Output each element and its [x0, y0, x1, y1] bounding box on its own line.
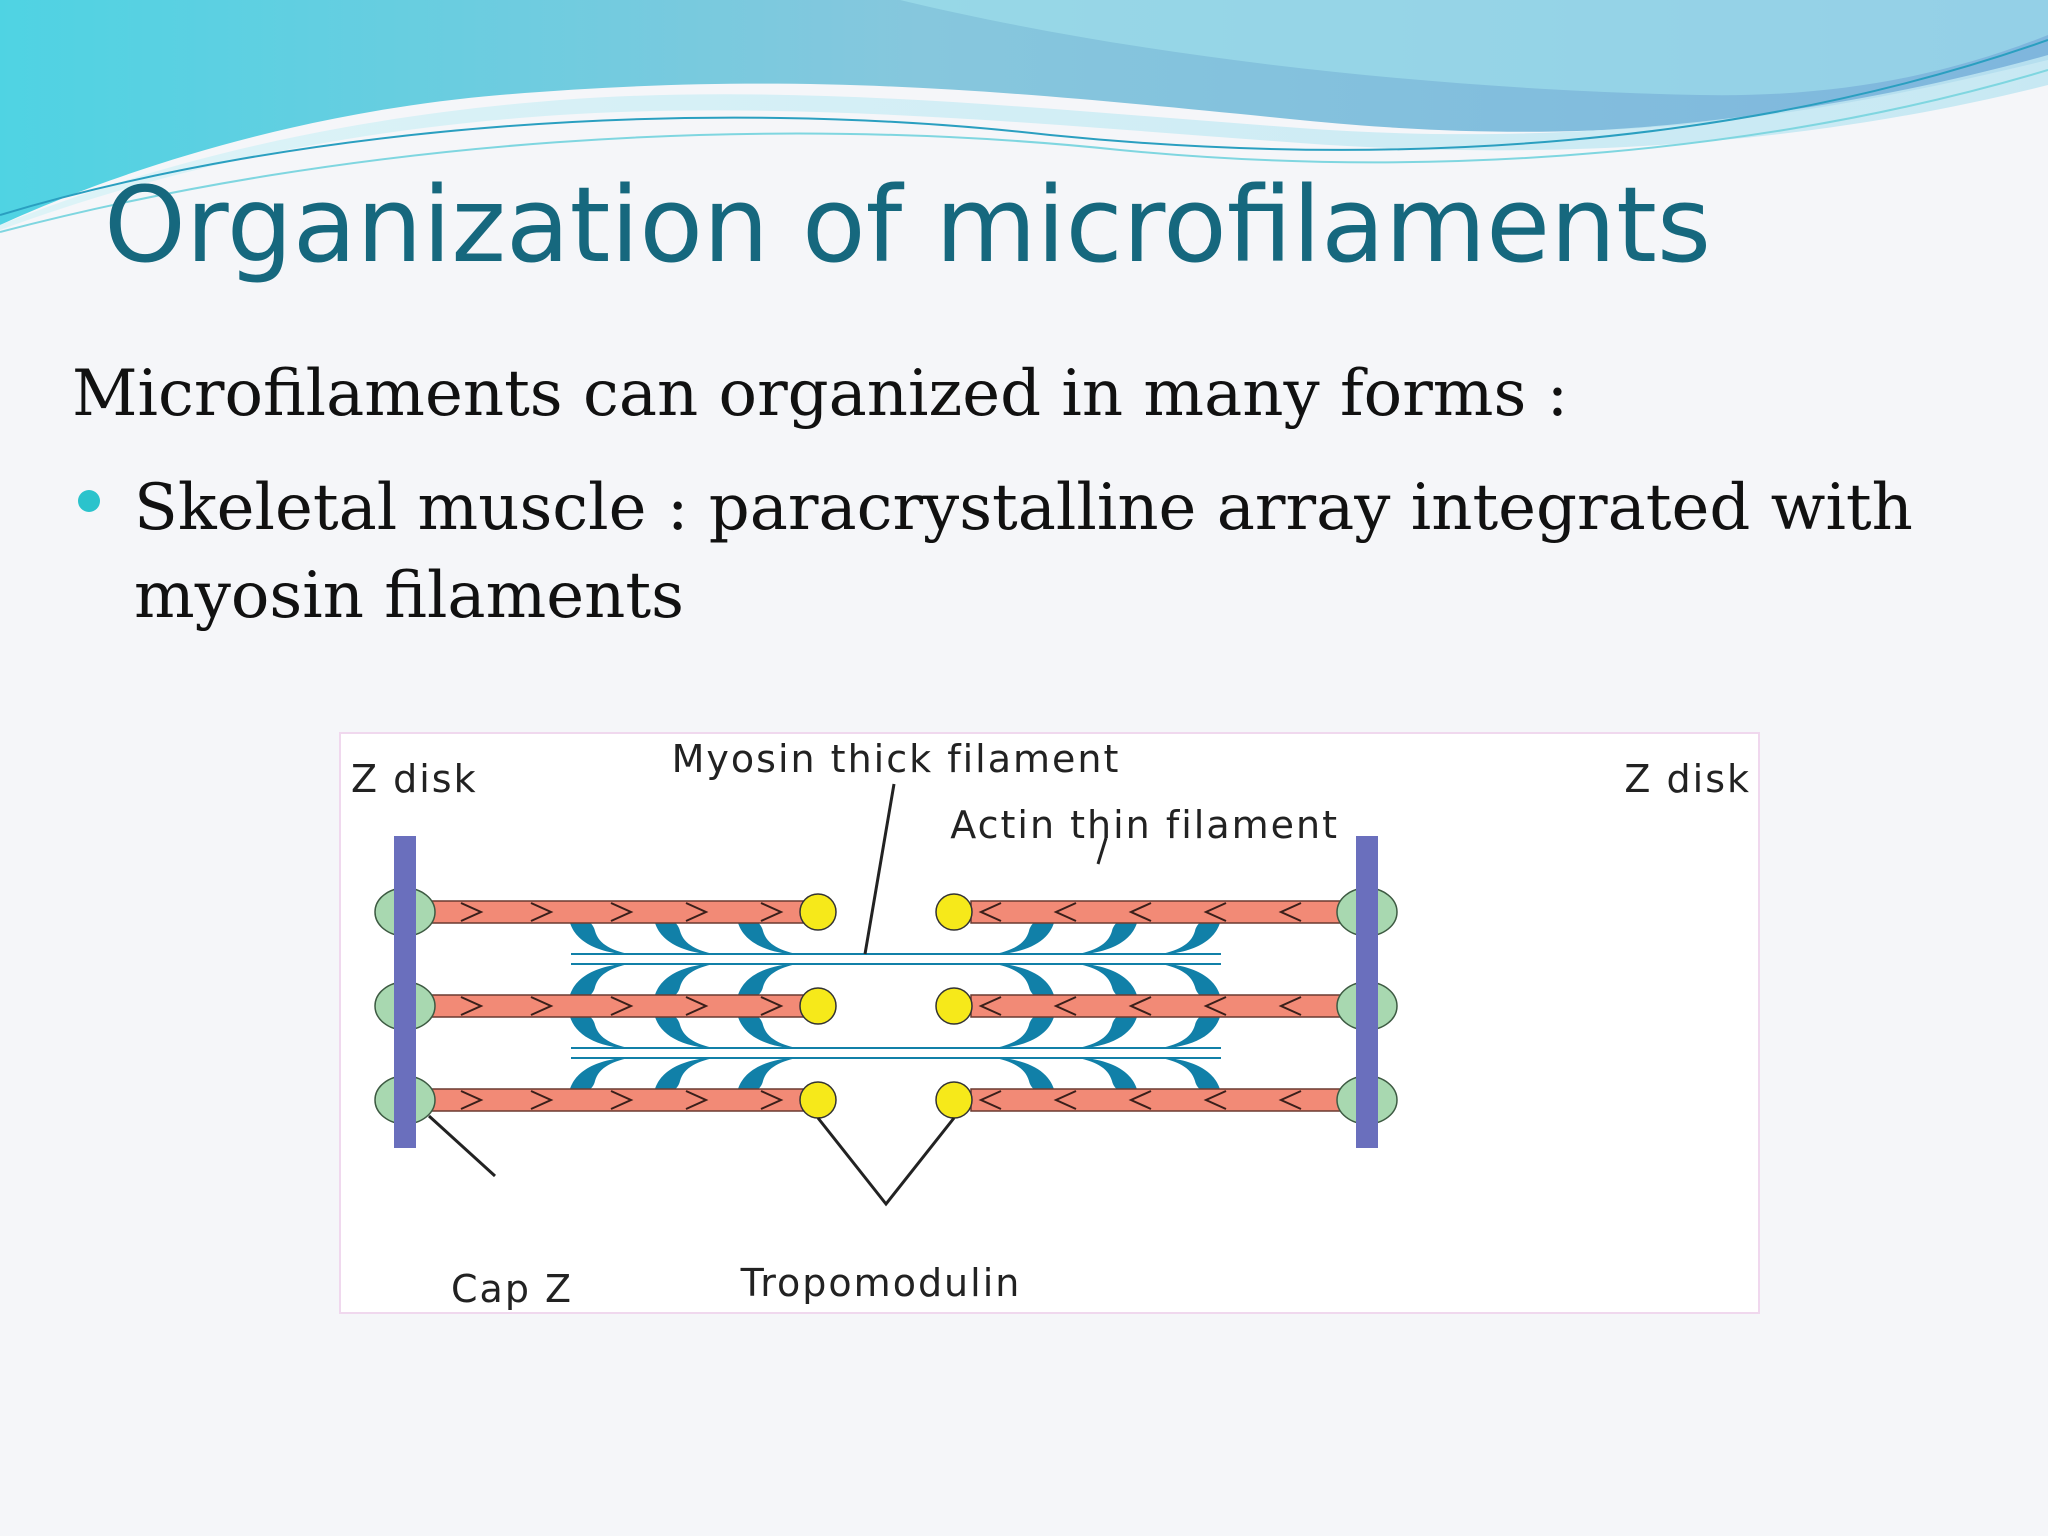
cap-z-label: Cap Z — [451, 1267, 573, 1311]
myosin-label: Myosin thick filament — [672, 737, 1121, 781]
actin-polarity-mark — [1128, 996, 1152, 1016]
myosin-head — [1074, 963, 1138, 1002]
bullet-text: Skeletal muscle : paracrystalline array … — [134, 471, 1913, 633]
tropomodulin-cap — [935, 1081, 973, 1119]
actin-polarity-mark — [1278, 1090, 1302, 1110]
myosin-head — [654, 916, 718, 955]
z-disk-left — [394, 836, 416, 1148]
myosin-head — [737, 1057, 801, 1096]
bullet-dot-icon — [78, 490, 100, 512]
actin-filament-left — [410, 994, 810, 1018]
myosin-head — [991, 963, 1055, 1002]
actin-polarity-mark — [1128, 1090, 1152, 1110]
actin-polarity-mark — [1053, 996, 1077, 1016]
actin-polarity-mark — [460, 996, 484, 1016]
z-disk-right-label: Z disk — [1624, 757, 1751, 801]
actin-polarity-mark — [760, 902, 784, 922]
actin-polarity-mark — [760, 996, 784, 1016]
tropomodulin-cap — [935, 987, 973, 1025]
myosin-head — [737, 916, 801, 955]
header-wave-decoration — [0, 0, 2048, 233]
actin-filament-right — [970, 900, 1368, 924]
actin-polarity-mark — [530, 902, 554, 922]
actin-filament-right — [970, 1088, 1368, 1112]
actin-polarity-mark — [1278, 902, 1302, 922]
actin-polarity-mark — [685, 996, 709, 1016]
myosin-head — [1074, 1010, 1138, 1049]
myosin-layer — [569, 916, 1221, 1096]
actin-label: Actin thin filament — [950, 803, 1339, 847]
actin-polarity-mark — [610, 902, 634, 922]
actin-polarity-mark — [1278, 996, 1302, 1016]
sarcomere-diagram: Z disk Z disk Myosin thick filament Acti… — [339, 732, 1760, 1314]
myosin-head — [737, 963, 801, 1002]
sarcomere-diagram-canvas: Z disk Z disk Myosin thick filament Acti… — [351, 737, 1751, 1311]
myosin-leader-line — [863, 783, 896, 955]
actin-polarity-mark — [530, 996, 554, 1016]
actin-filament-right — [970, 994, 1368, 1018]
actin-polarity-mark — [978, 1090, 1002, 1110]
myosin-head — [1157, 1057, 1221, 1096]
myosin-head — [991, 1010, 1055, 1049]
myosin-head — [654, 963, 718, 1002]
actin-polarity-mark — [1128, 902, 1152, 922]
leader-lines — [427, 783, 1108, 1207]
z-disk-left-label: Z disk — [351, 757, 478, 801]
tropomodulin-label: Tropomodulin — [740, 1261, 1022, 1305]
actin-polarity-mark — [1053, 902, 1077, 922]
tropomodulin-cap — [799, 987, 837, 1025]
actin-polarity-mark — [685, 1090, 709, 1110]
actin-polarity-mark — [460, 902, 484, 922]
myosin-head — [654, 1057, 718, 1096]
cap-z-leader-line — [427, 1114, 497, 1178]
myosin-head — [569, 1010, 633, 1049]
slide-title: Organization of microfilaments — [104, 164, 1712, 286]
tropomodulin-leader-line — [816, 1117, 956, 1207]
myosin-head — [1157, 963, 1221, 1002]
actin-filament-left — [410, 900, 810, 924]
tropomodulin-cap — [799, 893, 837, 931]
tropomodulin-cap — [935, 893, 973, 931]
actin-polarity-mark — [530, 1090, 554, 1110]
myosin-head — [569, 963, 633, 1002]
intro-text: Microfilaments can organized in many for… — [72, 357, 1569, 431]
actin-polarity-mark — [760, 1090, 784, 1110]
actin-polarity-mark — [1203, 996, 1227, 1016]
tropomodulin-cap — [799, 1081, 837, 1119]
myosin-head — [1157, 916, 1221, 955]
actin-leader-line — [1096, 837, 1108, 865]
myosin-head — [654, 1010, 718, 1049]
actin-polarity-mark — [978, 996, 1002, 1016]
actin-polarity-mark — [460, 1090, 484, 1110]
actin-polarity-mark — [978, 902, 1002, 922]
myosin-head — [1074, 916, 1138, 955]
actin-layer — [410, 893, 1368, 1119]
actin-filament-left — [410, 1088, 810, 1112]
myosin-head — [991, 916, 1055, 955]
actin-polarity-mark — [1203, 902, 1227, 922]
actin-polarity-mark — [1203, 1090, 1227, 1110]
myosin-head — [991, 1057, 1055, 1096]
myosin-head — [1074, 1057, 1138, 1096]
actin-polarity-mark — [610, 996, 634, 1016]
actin-polarity-mark — [610, 1090, 634, 1110]
myosin-head — [569, 1057, 633, 1096]
myosin-head — [737, 1010, 801, 1049]
actin-polarity-mark — [685, 902, 709, 922]
myosin-head — [569, 916, 633, 955]
z-disk-right — [1356, 836, 1378, 1148]
actin-polarity-mark — [1053, 1090, 1077, 1110]
z-disk-layer — [374, 836, 1398, 1148]
myosin-head — [1157, 1010, 1221, 1049]
